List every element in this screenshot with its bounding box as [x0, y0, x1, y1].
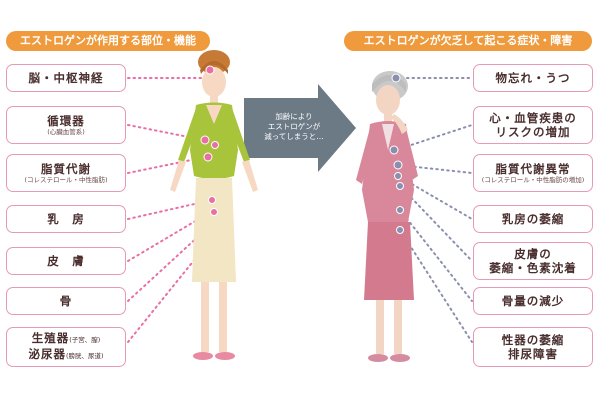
right-item-title-line-2: 萎縮・色素沈着: [489, 261, 577, 275]
left-item-title: 乳 房: [47, 212, 85, 226]
left-item-skin: 皮 膚: [6, 247, 126, 275]
left-item-title-line-2: 泌尿器(膀胱、尿道): [28, 347, 103, 363]
right-item-title-line-1: 心・血管疾患の: [489, 111, 577, 125]
left-item-title: 皮 膚: [47, 254, 85, 268]
right-item-title: 物忘れ・うつ: [495, 71, 571, 85]
right-item-title: 骨量の減少: [501, 294, 565, 308]
right-item-title: 脂質代謝異常: [495, 161, 571, 176]
right-item-title-line-1: 性器の萎縮: [501, 333, 565, 347]
left-item-main: 生殖器: [31, 331, 70, 345]
left-item-title: 骨: [59, 294, 73, 308]
left-item-small: (子宮、膣): [69, 336, 101, 344]
left-item-lipid: 脂質代謝 (コレステロール・中性脂肪): [6, 154, 126, 192]
right-item-title: 乳房の萎縮: [501, 212, 565, 226]
arrow-caption-line-1: 加齢により: [275, 112, 313, 121]
right-item-title-line-2: リスクの増加: [495, 125, 571, 139]
right-item-memory: 物忘れ・うつ: [473, 64, 593, 92]
elderly-woman-figure: [356, 71, 418, 362]
right-section-header: エストロゲンが欠乏して起こる症状・障害: [344, 31, 592, 51]
right-item-breast-atrophy: 乳房の萎縮: [473, 205, 593, 233]
left-item-reproductive-urinary: 生殖器(子宮、膣) 泌尿器(膀胱、尿道): [6, 327, 126, 367]
right-item-subtitle: (コレステロール・中性脂肪の増加): [481, 175, 585, 184]
left-item-brain: 脳・中枢神経: [6, 64, 126, 92]
left-item-bone: 骨: [6, 287, 126, 315]
left-item-title: 脳・中枢神経: [28, 71, 104, 85]
left-item-subtitle: (コレステロール・中性脂肪): [24, 175, 108, 184]
right-item-cardiovascular: 心・血管疾患の リスクの増加: [473, 106, 593, 144]
left-section-header: エストロゲンが作用する部位・機能: [6, 31, 210, 51]
right-item-title-line-2: 排尿障害: [508, 347, 558, 361]
arrow-caption: 加齢により エストロゲンが 減ってしまうと…: [252, 112, 336, 142]
left-item-breast: 乳 房: [6, 205, 126, 233]
decline-arrow: [244, 84, 356, 172]
young-woman-figure: [170, 50, 258, 360]
left-item-title: 脂質代謝: [41, 161, 91, 176]
left-item-main: 泌尿器: [28, 347, 66, 361]
left-item-title-line-1: 生殖器(子宮、膣): [32, 331, 101, 347]
left-item-small: (膀胱、尿道): [65, 352, 104, 360]
right-item-skin-atrophy: 皮膚の 萎縮・色素沈着: [473, 242, 593, 280]
arrow-caption-line-2: エストロゲンが: [267, 122, 321, 131]
right-item-genital-urinary: 性器の萎縮 排尿障害: [473, 327, 593, 367]
left-item-circulatory: 循環器 (心臓血管系): [6, 106, 126, 144]
left-item-title: 循環器: [47, 113, 85, 128]
right-item-title-line-1: 皮膚の: [514, 247, 552, 261]
left-item-subtitle: (心臓血管系): [47, 127, 85, 136]
arrow-caption-line-3: 減ってしまうと…: [264, 132, 324, 141]
right-item-lipid-disorder: 脂質代謝異常 (コレステロール・中性脂肪の増加): [473, 154, 593, 192]
right-item-bone-loss: 骨量の減少: [473, 287, 593, 315]
